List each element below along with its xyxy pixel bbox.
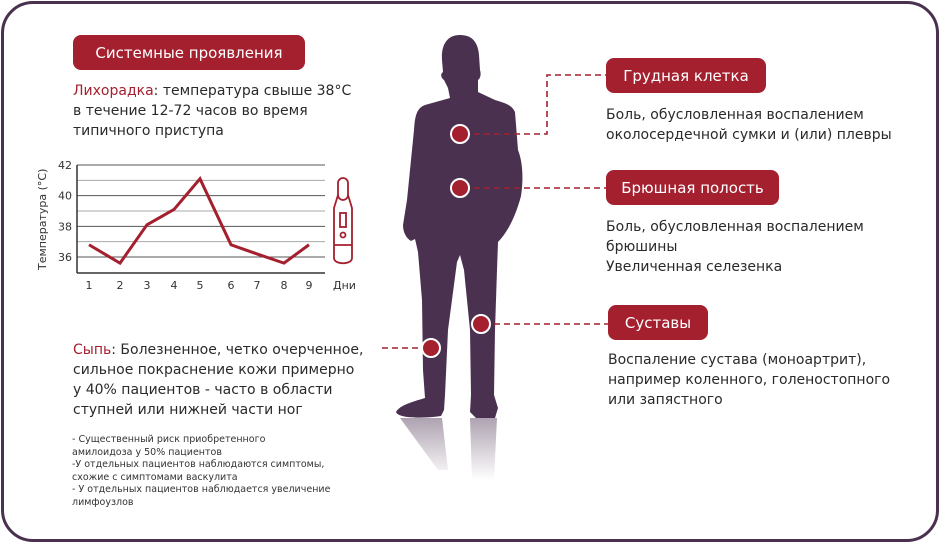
x-tick-label: 8 xyxy=(281,279,288,292)
rash-label: Сыпь xyxy=(73,342,112,358)
joints-line: Воспаление сустава (моноартрит), xyxy=(608,352,867,368)
y-tick-label: 36 xyxy=(58,251,72,264)
chest-line: околосердечной сумки и (или) плевры xyxy=(606,127,892,143)
abdomen-description: Боль, обусловленная воспалением брюшины … xyxy=(606,217,864,277)
note-line: лимфоузлов xyxy=(72,496,134,508)
human-silhouette xyxy=(396,35,523,418)
y-axis-label: Температура (°C) xyxy=(36,169,49,271)
x-axis-label: Дни xyxy=(333,279,356,292)
x-tick-label: 5 xyxy=(197,279,204,292)
joints-line: или запястного xyxy=(608,392,723,408)
x-tick-label: 3 xyxy=(144,279,151,292)
systemic-title: Системные проявления xyxy=(73,35,305,70)
note-line: - Существенный риск приобретенного xyxy=(72,434,266,445)
x-tick-label: 7 xyxy=(254,279,261,292)
x-tick-label: 4 xyxy=(171,279,178,292)
y-tick-label: 40 xyxy=(58,190,72,203)
chest-connector xyxy=(474,74,606,135)
fever-description: Лихорадка: температура свыше 38°C в тече… xyxy=(73,81,351,141)
chest-description: Боль, обусловленная воспалением околосер… xyxy=(606,105,892,145)
rash-line: сильное покраснение кожи примерно xyxy=(73,362,355,378)
abdomen-line: Боль, обусловленная воспалением xyxy=(606,219,864,235)
note-line: - У отдельных пациентов наблюдается увел… xyxy=(72,484,331,495)
fever-line: : температура свыше 38°C xyxy=(153,83,352,99)
abdomen-line: брюшины xyxy=(606,239,678,255)
chest-marker xyxy=(450,124,470,144)
joints-description: Воспаление сустава (моноартрит), наприме… xyxy=(608,350,890,410)
x-tick-label: 9 xyxy=(306,279,313,292)
note-line: амилоидоза у 50% пациентов xyxy=(72,446,222,458)
y-tick-label: 42 xyxy=(58,159,72,172)
y-tick-label: 38 xyxy=(58,220,72,233)
rash-line: у 40% пациентов - часто в области xyxy=(73,382,333,398)
rash-line: : Болезненное, четко очерченное, xyxy=(111,342,364,358)
rash-description: Сыпь: Болезненное, четко очерченное, сил… xyxy=(73,340,363,420)
temperature-chart: 36 38 40 42 1 2 3 4 5 6 7 8 9 Дни xyxy=(58,159,356,292)
thermometer-icon xyxy=(333,177,353,265)
additional-notes: - Существенный риск приобретенного амило… xyxy=(72,434,330,509)
abdomen-line: Увеличенная селезенка xyxy=(606,259,783,275)
infographic-frame xyxy=(1,1,939,542)
note-line: схожие с симптомами васкулита xyxy=(72,471,238,483)
fever-label: Лихорадка xyxy=(73,83,154,99)
x-tick-label: 1 xyxy=(86,279,93,292)
chest-line: Боль, обусловленная воспалением xyxy=(606,107,864,123)
fever-line: в течение 12-72 часов во время xyxy=(73,103,308,119)
joints-line: например коленного, голеностопного xyxy=(608,372,891,388)
abdomen-marker xyxy=(450,178,470,198)
temperature-line xyxy=(88,176,310,266)
x-tick-label: 2 xyxy=(117,279,124,292)
fever-line: типичного приступа xyxy=(73,123,224,139)
leg-marker xyxy=(421,338,441,358)
abdomen-title: Брюшная полость xyxy=(606,170,779,205)
knee-marker xyxy=(471,314,491,334)
note-line: -У отдельных пациентов наблюдаются симпт… xyxy=(72,459,325,470)
joints-title: Суставы xyxy=(608,305,708,340)
chest-title: Грудная клетка xyxy=(606,58,766,93)
x-tick-label: 6 xyxy=(228,279,235,292)
rash-line: ступней или нижней части ног xyxy=(73,402,303,418)
silhouette-reflection xyxy=(400,418,497,480)
